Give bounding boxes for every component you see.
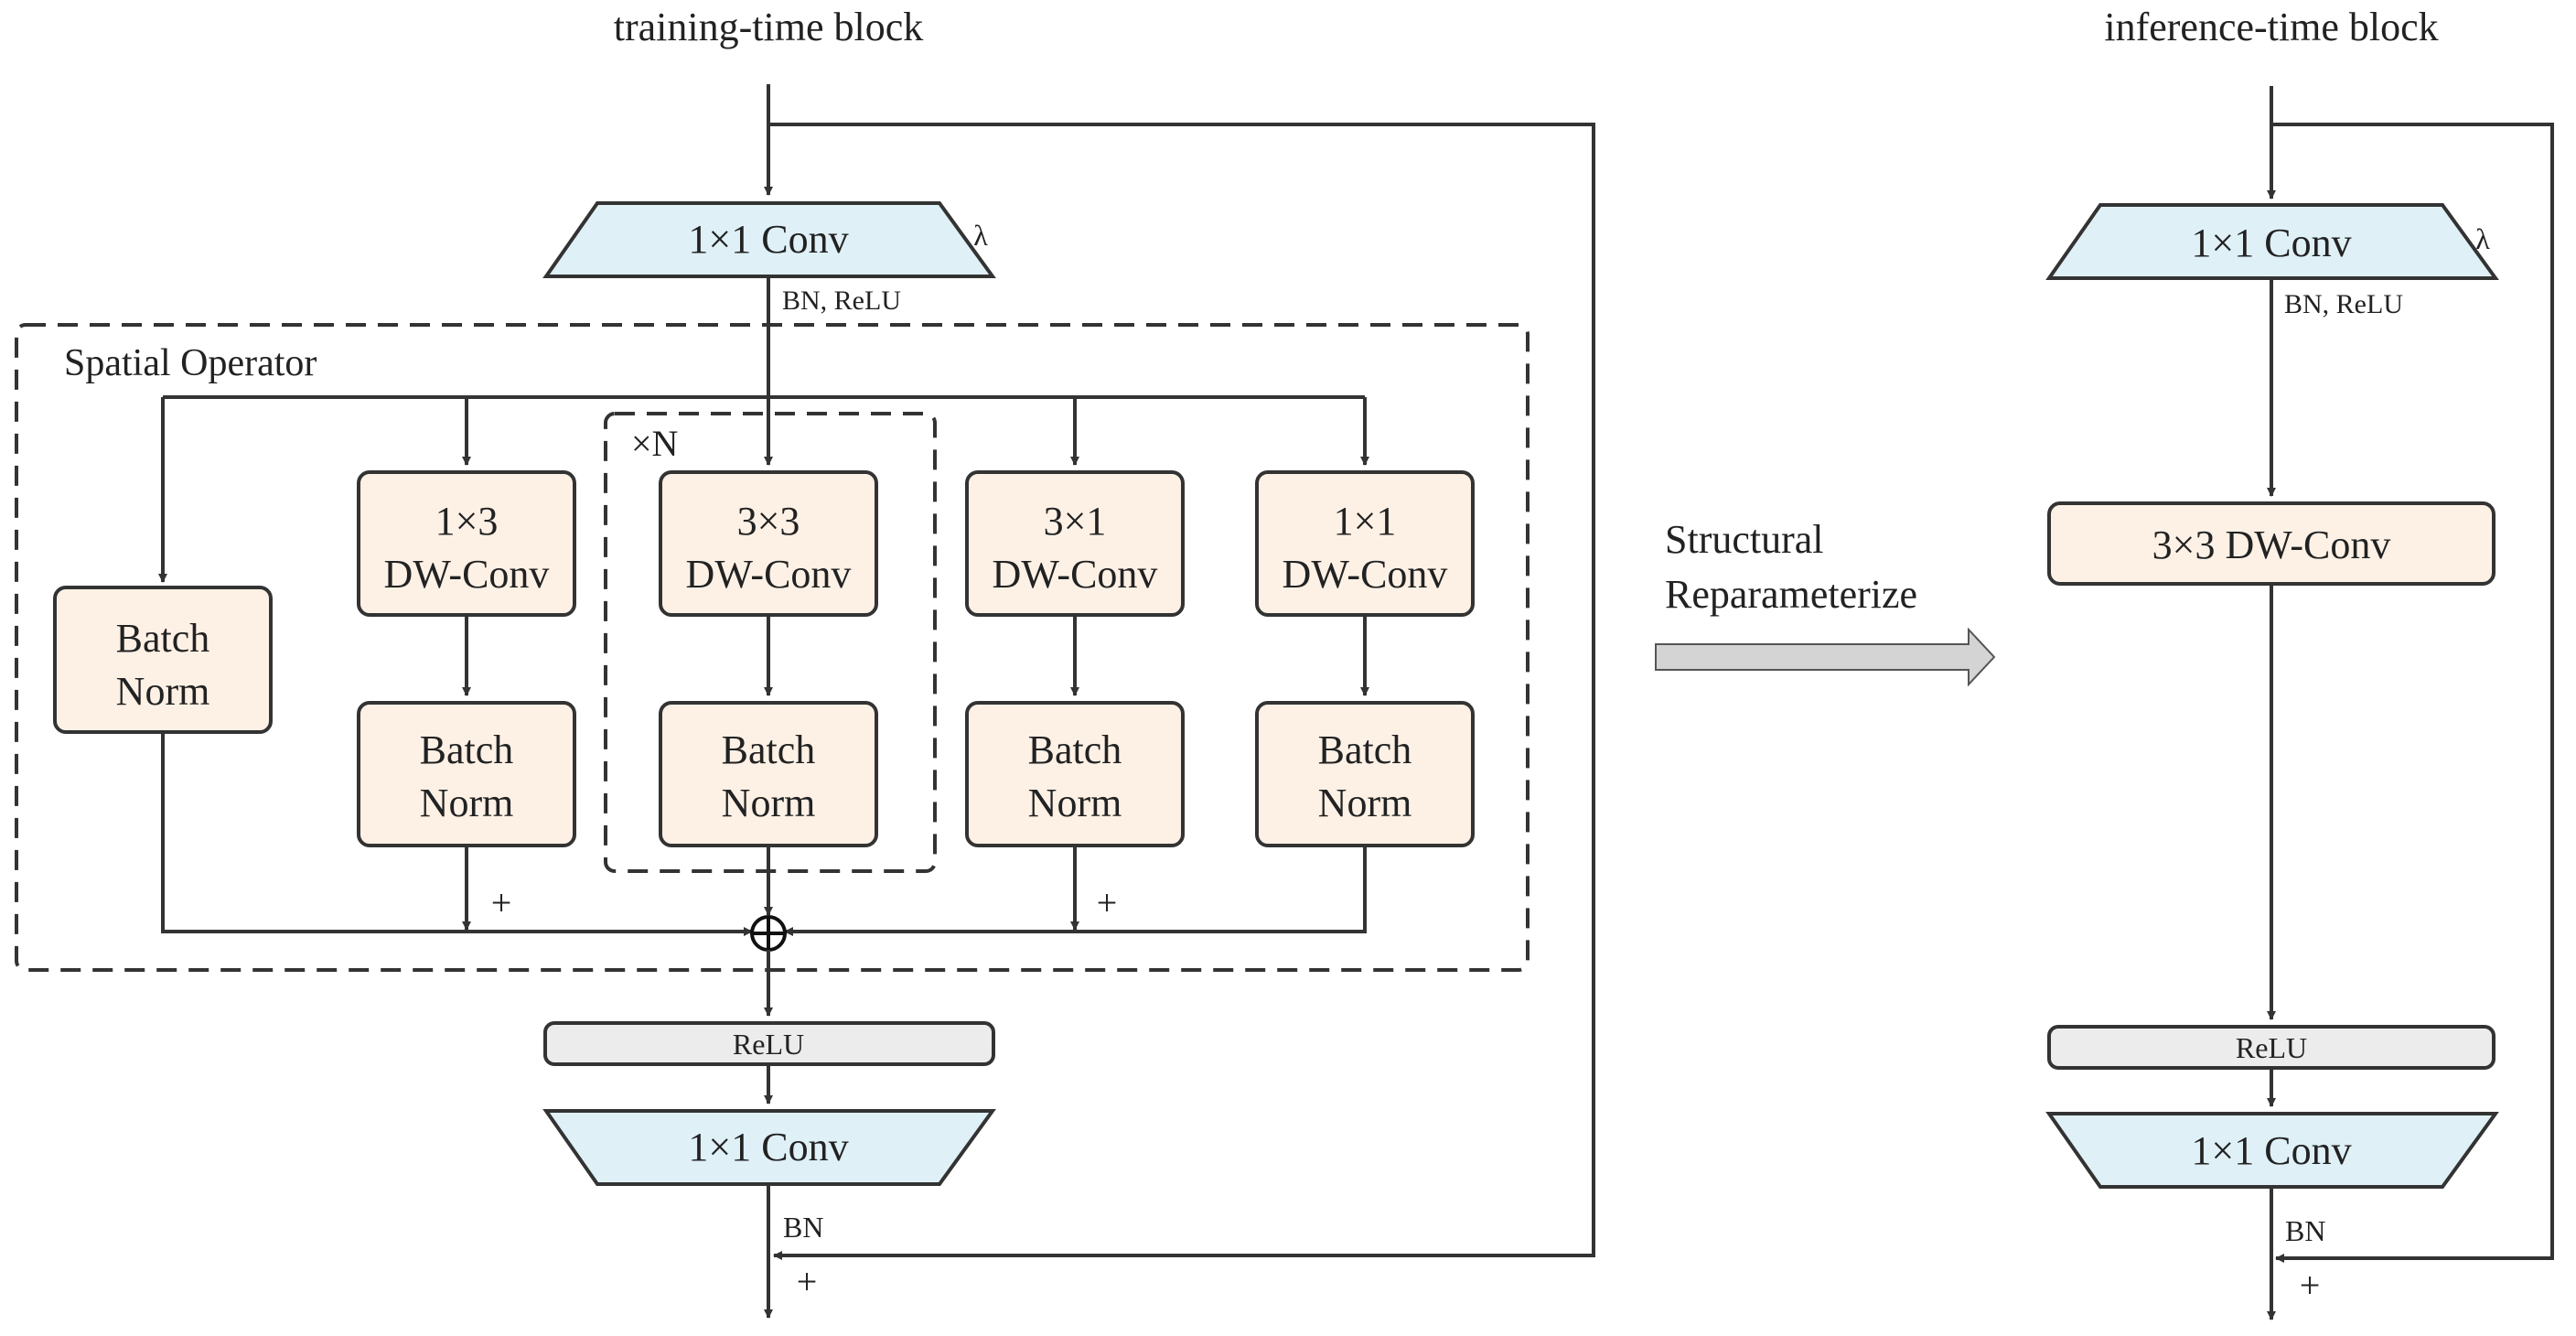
plus-out: + [797,1261,818,1302]
sum-node [750,915,787,952]
reparameterize-arrow [1655,627,1996,687]
skip-connection [768,123,1595,1260]
merge-right-line [784,846,1367,936]
branch-1-conv-line2: DW-Conv [384,552,550,597]
branch-4-bn-line1: Batch [1318,727,1412,772]
inference-title: inference-time block [2104,5,2438,49]
branch-2-conv-line2: DW-Conv [686,552,852,597]
branch-2-conv-line1: 3×3 [737,499,800,544]
branch-1-bn-line1: Batch [420,727,514,772]
bn-relu-label: BN, ReLU [782,286,901,316]
branch-bn-line2: Norm [116,669,210,714]
spatial-operator-container [15,323,1530,972]
inference-time-block: inference-time block 1×1 Conv λ BN, ReLU… [2045,5,2554,1320]
conv-in-1x1 [542,201,996,278]
inf-plus-out: + [2300,1265,2321,1306]
inf-bn-relu-label: BN, ReLU [2284,289,2403,319]
inf-conv-out-label: 1×1 Conv [2191,1128,2351,1173]
repeat-label: ×N [631,423,678,464]
inf-lambda-label: λ [2475,222,2490,255]
branch-1-conv-line1: 1×3 [435,499,499,544]
inf-relu-label: ReLU [2236,1031,2307,1064]
training-time-block: training-time block 1×1 Conv λ BN, ReLU … [15,5,1595,1319]
inf-bn-label: BN [2285,1214,2325,1247]
branch-3-conv-line2: DW-Conv [993,552,1158,597]
branch-4-conv-line1: 1×1 [1334,499,1397,544]
branch-4-bn-line2: Norm [1318,781,1412,825]
transition-line1: Structural [1665,517,1824,562]
inf-dwconv-label: 3×3 DW-Conv [2152,523,2391,567]
inf-conv-out-1x1 [2045,1112,2499,1189]
branch-4-conv-line2: DW-Conv [1283,552,1448,597]
lambda-label: λ [973,219,988,252]
plus-right: + [1097,882,1118,923]
branch-3-bn-line2: Norm [1028,781,1122,825]
inf-conv-in-1x1 [2045,203,2499,280]
transition-line2: Reparameterize [1665,572,1917,617]
branch-2-bn-line1: Batch [722,727,816,772]
plus-left: + [491,882,512,923]
branch-bn-line1: Batch [116,616,210,661]
inf-conv-in-label: 1×1 Conv [2191,221,2351,265]
branch-2-bn-line2: Norm [722,781,816,825]
branch-1-bn-line2: Norm [420,781,514,825]
bn-label: BN [783,1211,823,1244]
transition: Structural Reparameterize [1655,517,1996,687]
inf-skip-connection [2271,123,2554,1263]
conv-out-1x1 [542,1109,996,1186]
branch-3-conv-line1: 3×1 [1044,499,1107,544]
spatial-operator-label: Spatial Operator [64,342,317,384]
training-title: training-time block [614,5,923,49]
conv-in-label: 1×1 Conv [688,217,848,262]
conv-out-label: 1×1 Conv [688,1125,848,1169]
branch-3-bn-line1: Batch [1028,727,1122,772]
relu-label: ReLU [733,1028,804,1061]
merge-left-line [161,732,753,936]
